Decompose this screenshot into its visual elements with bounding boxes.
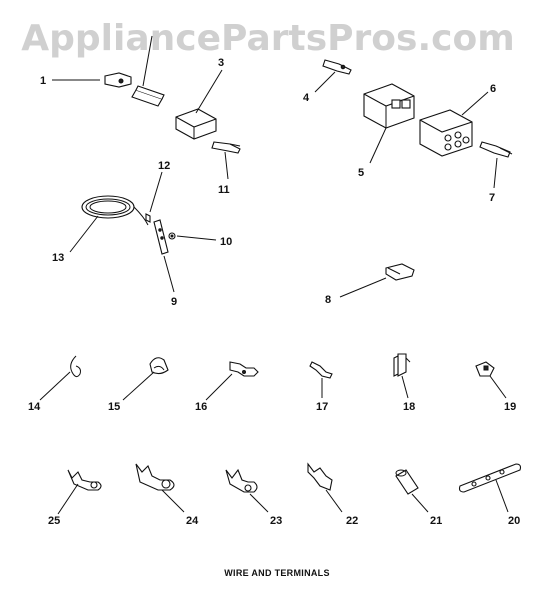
callout-18: 18 — [403, 401, 415, 413]
part-18-connector[interactable] — [393, 353, 411, 377]
part-16-terminal[interactable] — [229, 361, 259, 377]
leader-6 — [461, 91, 489, 116]
callout-4: 4 — [303, 92, 310, 104]
leader-20 — [495, 479, 509, 513]
callout-13: 13 — [52, 252, 64, 264]
part-8-clip[interactable] — [385, 263, 415, 281]
leader-9 — [163, 255, 175, 293]
leader-19 — [489, 375, 507, 399]
part-10-nut[interactable] — [168, 232, 176, 240]
leader-18 — [401, 375, 409, 399]
part-1-terminal[interactable] — [104, 72, 132, 88]
leader-24 — [161, 489, 185, 513]
callout-25: 25 — [48, 515, 60, 527]
callout-22: 22 — [346, 515, 358, 527]
part-25-ring-terminal[interactable] — [67, 469, 102, 491]
diagram-caption: WIRE AND TERMINALS — [224, 568, 330, 578]
part-15-cable-clamp[interactable] — [149, 357, 169, 375]
part-2-insulator-sleeve[interactable] — [131, 85, 165, 107]
leader-3 — [195, 69, 223, 114]
callout-7: 7 — [489, 192, 495, 204]
callout-1: 1 — [40, 75, 46, 87]
leader-16 — [205, 373, 233, 401]
part-7-pin-terminal[interactable] — [479, 141, 513, 158]
callout-11: 11 — [218, 184, 230, 196]
callout-14: 14 — [28, 401, 41, 413]
leader-11 — [224, 151, 229, 180]
part-19-connector[interactable] — [475, 361, 495, 377]
part-6-connector-block-male[interactable] — [419, 109, 473, 157]
part-17-terminal[interactable] — [309, 361, 333, 379]
watermark-text: AppliancePartsPros.com — [21, 18, 514, 59]
callout-16: 16 — [195, 401, 207, 413]
leader-7 — [493, 157, 498, 189]
part-20-terminal-strip[interactable] — [458, 463, 522, 493]
leader-13 — [69, 215, 99, 253]
callout-8: 8 — [325, 294, 331, 306]
part-12-screw[interactable] — [145, 213, 151, 223]
leader-12 — [149, 171, 163, 213]
leader-10 — [176, 235, 217, 241]
part-4-female-terminal[interactable] — [322, 59, 352, 75]
callout-23: 23 — [270, 515, 282, 527]
callout-10: 10 — [220, 236, 232, 248]
callout-6: 6 — [490, 83, 496, 95]
leader-4 — [314, 71, 336, 93]
part-22-terminal[interactable] — [307, 462, 333, 491]
part-24-ring-terminal[interactable] — [135, 463, 175, 491]
callout-5: 5 — [358, 167, 364, 179]
leader-14 — [39, 371, 71, 401]
leader-23 — [249, 493, 269, 513]
callout-20: 20 — [508, 515, 520, 527]
part-13-wire-coil[interactable] — [81, 195, 149, 226]
part-14-wire-clip[interactable] — [70, 355, 81, 378]
callout-21: 21 — [430, 515, 442, 527]
part-9-ground-strap[interactable] — [153, 219, 169, 255]
leader-21 — [411, 493, 429, 513]
callout-15: 15 — [108, 401, 120, 413]
callout-24: 24 — [186, 515, 199, 527]
callout-12: 12 — [158, 160, 170, 172]
part-11-male-terminal[interactable] — [211, 141, 241, 154]
callout-17: 17 — [316, 401, 328, 413]
leader-25 — [57, 483, 79, 515]
part-23-ring-terminal[interactable] — [225, 468, 258, 493]
callout-19: 19 — [504, 401, 516, 413]
callout-3: 3 — [218, 57, 224, 69]
part-3-connector-housing[interactable] — [175, 108, 217, 140]
leader-8 — [339, 277, 387, 298]
leader-5 — [369, 127, 387, 164]
leader-22 — [325, 489, 343, 513]
leader-2 — [142, 35, 153, 87]
callout-9: 9 — [171, 296, 177, 308]
part-21-splice-sleeve[interactable] — [395, 469, 419, 495]
leader-15 — [122, 371, 155, 401]
part-5-connector-block-female[interactable] — [363, 83, 415, 129]
